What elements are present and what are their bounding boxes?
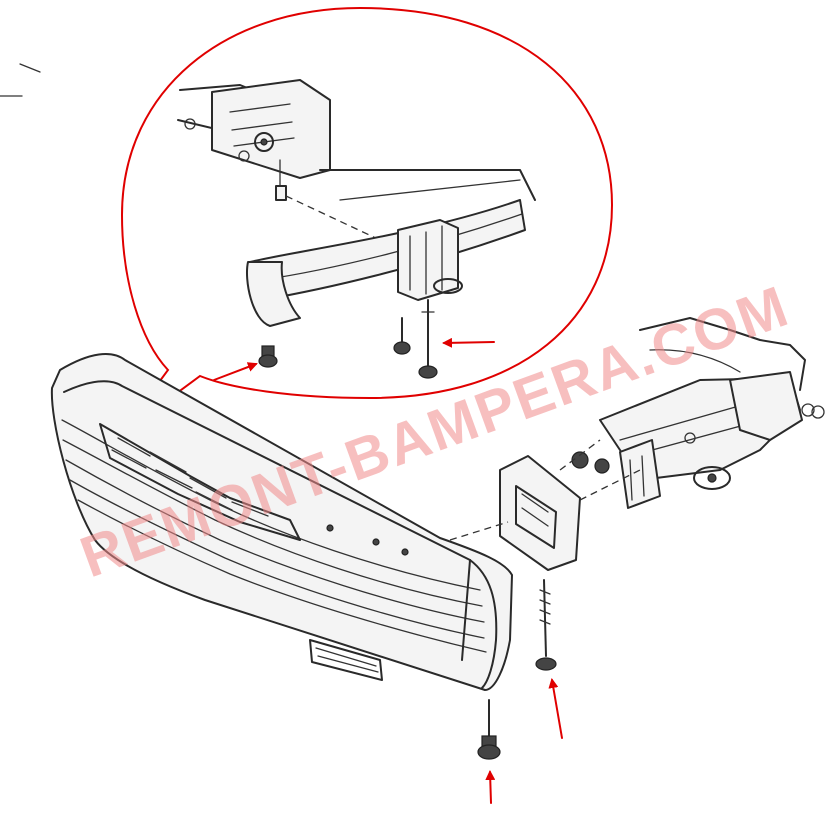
long-mount-bolt [535,579,557,671]
main-bolt-arrow [548,678,563,739]
mount-bracket-plate [449,439,641,571]
bumper-grille-openings [99,423,301,541]
main-nut-arrow [485,770,496,804]
detail-bolt-arrow [442,337,495,348]
frame-rail-assembly [599,317,825,509]
scan-mark [19,63,41,73]
detail-nut-arrow [213,362,258,381]
detail-mount-bracket [397,219,463,301]
detail-nut [258,345,278,368]
lower-nut-bolt [477,699,501,760]
front-bumper [50,353,513,691]
detail-bumper-beam [246,169,536,327]
detail-long-bolt [393,299,438,379]
detail-frame-rail [177,79,381,241]
bumper-lower-vent [309,639,383,681]
detail-callout [119,6,614,436]
callout-bubble [119,6,614,436]
